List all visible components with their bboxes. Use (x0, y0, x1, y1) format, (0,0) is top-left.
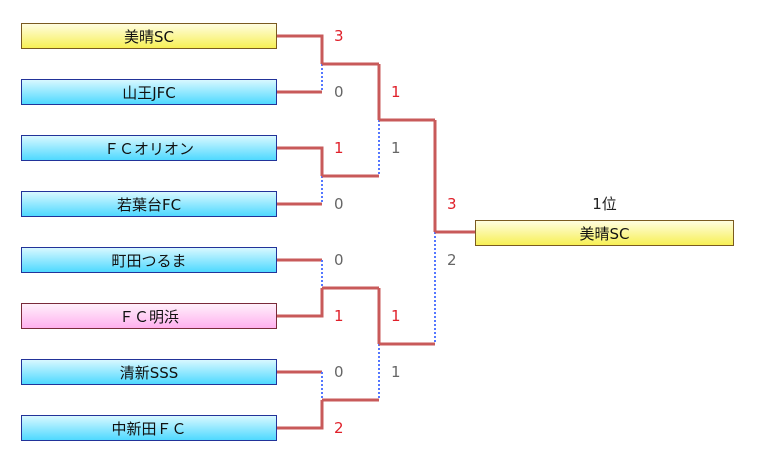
match-final (433, 120, 475, 344)
team-name: 町田つるま (111, 251, 187, 270)
team-box[interactable]: 美晴SC (21, 23, 277, 49)
score-label: 1 (391, 307, 401, 325)
score-label: 0 (334, 195, 344, 213)
score-label: 0 (334, 251, 344, 269)
score-label: 0 (334, 363, 344, 381)
champion-box[interactable]: 美晴SC (475, 220, 734, 246)
team-box[interactable]: 若葉台FC (21, 191, 277, 217)
score-label: 0 (334, 83, 344, 101)
match-r1-2 (277, 146, 379, 206)
bracket-line-win (277, 146, 324, 176)
team-name: ＦＣ明浜 (118, 307, 179, 326)
bracket-line-win (277, 288, 324, 318)
score-label: 3 (447, 195, 457, 213)
score-label: 2 (447, 251, 457, 269)
team-name: ＦＣオリオン (103, 139, 194, 158)
score-label: 1 (334, 307, 344, 325)
team-box[interactable]: 清新SSS (21, 359, 277, 385)
team-box[interactable]: 町田つるま (21, 247, 277, 273)
score-label: 2 (334, 419, 344, 437)
match-r1-3 (277, 258, 379, 318)
match-sf-1 (377, 64, 435, 176)
score-label: 3 (334, 27, 344, 45)
match-r1-1 (277, 34, 379, 94)
champion-rank-label: 1位 (592, 195, 617, 213)
team-name: 中新田ＦＣ (111, 419, 187, 438)
team-box[interactable]: 中新田ＦＣ (21, 415, 277, 441)
bracket-line-win (277, 34, 324, 64)
team-box[interactable]: ＦＣ明浜 (21, 303, 277, 329)
team-name: 清新SSS (119, 363, 179, 382)
bracket-line-win (277, 400, 324, 430)
team-name: 若葉台FC (116, 195, 182, 214)
match-sf-2 (377, 288, 435, 400)
team-box[interactable]: 山王JFC (21, 79, 277, 105)
score-label: 1 (391, 139, 401, 157)
score-label: 1 (334, 139, 344, 157)
team-name: 美晴SC (124, 27, 174, 46)
champion-name: 美晴SC (579, 224, 630, 243)
team-name: 山王JFC (122, 83, 176, 102)
match-r1-4 (277, 370, 379, 430)
team-box[interactable]: ＦＣオリオン (21, 135, 277, 161)
score-label: 1 (391, 83, 401, 101)
score-label: 1 (391, 363, 401, 381)
